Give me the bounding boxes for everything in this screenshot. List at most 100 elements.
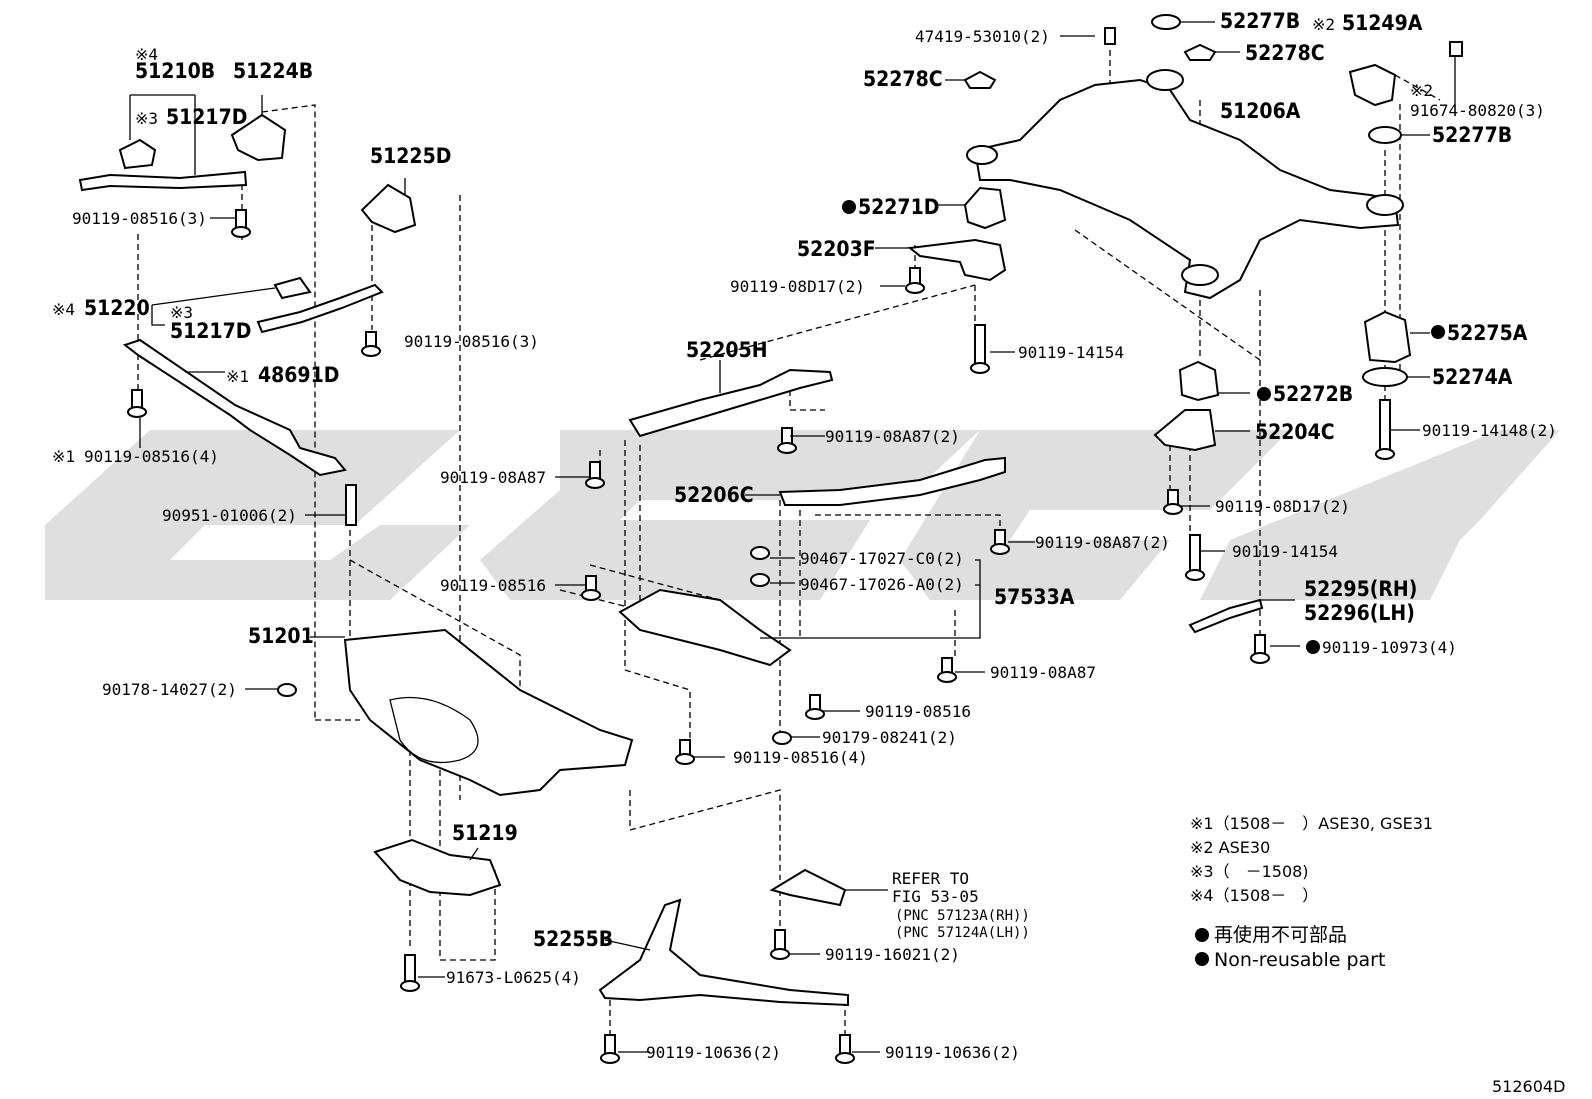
note-3: ※3（ －1508)	[1190, 862, 1309, 881]
part-fig-53-05-bracket	[769, 868, 847, 907]
part-label-52274A: 52274A	[1432, 365, 1513, 389]
bolt-label: 90119-08A87	[990, 663, 1096, 682]
bolt-label: 90119-08A87(2)	[825, 427, 960, 446]
part-51217D-upper	[78, 170, 248, 192]
part-52205H	[628, 368, 834, 438]
bullet-icon	[842, 200, 856, 214]
bolt-label: 90951-01006(2)	[162, 506, 297, 525]
part-label-52255B: 52255B	[533, 927, 613, 951]
notes: ※1（1508－ ）ASE30, GSE31 ※2 ASE30 ※3（ －150…	[1190, 814, 1433, 905]
bolt-label: 90119-16021(2)	[825, 945, 960, 964]
part-51210B	[118, 138, 157, 170]
part-label-51224B: 51224B	[233, 59, 313, 83]
bolt-label: 90467-17027-C0(2)	[800, 549, 964, 568]
part-48691D	[122, 338, 347, 477]
marker-label: ※2	[1312, 15, 1335, 34]
figure-id: 512604D	[1492, 1077, 1565, 1096]
part-label-52275A: 52275A	[1447, 321, 1528, 345]
part-label-52206C: 52206C	[674, 483, 754, 507]
bolt-label: 90119-08A87(2)	[1035, 533, 1170, 552]
bolt-label: 90119-08516(4)	[84, 447, 219, 466]
part-label-52203F: 52203F	[797, 237, 876, 261]
refer-label: (PNC 57123A(RH))	[895, 908, 1030, 924]
part-label-52278C: 52278C	[863, 67, 943, 91]
part-label-48691D: 48691D	[258, 363, 339, 387]
part-label-52272B: 52272B	[1273, 382, 1353, 406]
part-label-51219: 51219	[452, 821, 518, 845]
marker-label: ※4	[52, 300, 75, 319]
note-1: ※1（1508－ ）ASE30, GSE31	[1190, 814, 1433, 833]
bolt-label: 90467-17026-A0(2)	[800, 575, 964, 594]
part-52255B	[598, 898, 849, 1007]
refer-label: REFER TO	[892, 869, 969, 888]
part-51220	[273, 276, 312, 300]
bullet-icon	[1431, 325, 1445, 339]
bolt-label: 90119-08516	[865, 702, 971, 721]
part-label-52277B: 52277B	[1220, 9, 1300, 33]
marker-label: ※3	[135, 109, 158, 128]
bolt-label: 90119-10973(4)	[1322, 638, 1457, 657]
bolt-label: 90119-10636(2)	[885, 1043, 1020, 1062]
part-label-51220: 51220	[84, 296, 150, 320]
part-label-52277B: 52277B	[1432, 123, 1512, 147]
bolt-label: 90119-08D17(2)	[1215, 497, 1350, 516]
bullet-icon	[1195, 952, 1209, 966]
marker-label: ※4	[135, 45, 158, 64]
note-2: ※2 ASE30	[1190, 838, 1270, 857]
marker-label: ※3	[170, 303, 193, 322]
part-51225D	[360, 183, 417, 234]
bolt-label: 90119-14154	[1232, 542, 1338, 561]
refer-label: (PNC 57124A(LH))	[895, 925, 1030, 941]
bolt-label: 90119-08516(3)	[72, 209, 207, 228]
legend-jp: 再使用不可部品	[1214, 924, 1347, 946]
refer-label: FIG 53-05	[892, 887, 979, 906]
part-drawings	[78, 14, 1463, 1064]
part-label-51249A: 51249A	[1342, 11, 1423, 35]
bolt-label: 90119-14154	[1018, 343, 1124, 362]
leader-lines	[129, 21, 1456, 1053]
bolt-label: 91674-80820(3)	[1410, 101, 1545, 120]
part-label-51206A: 51206A	[1220, 99, 1301, 123]
bolt-label: 90179-08241(2)	[822, 728, 957, 747]
bolt-label: 90178-14027(2)	[102, 680, 237, 699]
non-reusable-bullets	[842, 200, 1445, 966]
bolts	[127, 27, 1463, 1064]
part-label-51201: 51201	[248, 624, 314, 648]
legend: 再使用不可部品 Non-reusable part	[1214, 924, 1385, 971]
bolt-label: 90119-08516	[440, 576, 546, 595]
part-label-52295: 52295(RH)	[1304, 577, 1417, 601]
bolt-label: 90119-08A87	[440, 468, 546, 487]
part-label-51225D: 51225D	[370, 144, 451, 168]
part-label-52205H: 52205H	[686, 338, 768, 362]
part-label-52278C: 52278C	[1245, 41, 1325, 65]
bullet-icon	[1257, 387, 1271, 401]
part-label-52271D: 52271D	[858, 195, 939, 219]
part-label-51217D-lower: 51217D	[170, 319, 251, 343]
watermark-logo	[45, 430, 1560, 600]
bolt-label: 90119-08516(3)	[404, 332, 539, 351]
part-51217D-lower	[256, 283, 384, 334]
part-57533A	[618, 588, 792, 667]
part-label-51210B: 51210B	[135, 59, 215, 83]
part-label-51217D: 51217D	[166, 105, 247, 129]
part-label-57533A: 57533A	[994, 585, 1075, 609]
bullet-icon	[1306, 640, 1320, 654]
labels: ※4 51210B 51224B ※3 51217D 90119-08516(3…	[52, 9, 1557, 1062]
part-51201	[343, 628, 634, 797]
part-52206C	[778, 456, 1006, 506]
bolt-label: 90119-14148(2)	[1422, 421, 1557, 440]
bullet-icon	[1195, 928, 1209, 942]
part-label-52296: 52296(LH)	[1304, 601, 1415, 625]
marker-label: ※1	[226, 367, 249, 386]
bolt-label: 91673-L0625(4)	[446, 968, 581, 987]
note-4: ※4（1508－ ）	[1190, 886, 1318, 905]
legend-en: Non-reusable part	[1214, 949, 1385, 971]
part-51219	[373, 838, 502, 897]
bolt-label: 90119-10636(2)	[646, 1043, 781, 1062]
bolt-label: 90119-08516(4)	[733, 748, 868, 767]
marker-label: ※2	[1410, 81, 1433, 100]
part-label-47419: 47419-53010(2)	[915, 27, 1050, 46]
bolt-label: 90119-08D17(2)	[730, 277, 865, 296]
